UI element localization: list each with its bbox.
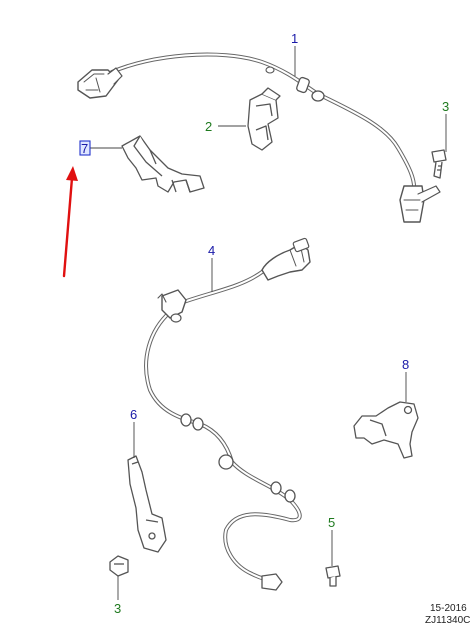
part-7-bracket[interactable] [121,135,205,193]
callout-5[interactable]: 5 [328,515,335,530]
footer: 15-2016 ZJ11340C [425,603,470,626]
callout-3-top[interactable]: 3 [442,99,449,114]
part-5-bolt[interactable] [325,565,341,587]
callout-6[interactable]: 6 [130,407,137,422]
footer-year-code: 15-2016 [430,603,467,614]
callout-7-highlight-box [79,140,91,156]
part-6-bracket[interactable] [127,455,167,553]
red-arrow-icon [62,166,78,278]
callout-1[interactable]: 1 [291,31,298,46]
callout-3-bottom[interactable]: 3 [114,601,121,616]
part-8-bracket[interactable] [353,401,419,459]
part-1-sensor-harness[interactable] [77,52,441,223]
leader-lines [90,46,447,600]
callout-8[interactable]: 8 [402,357,409,372]
callout-4[interactable]: 4 [208,243,215,258]
part-3-bolt-top[interactable] [431,149,447,179]
callout-7[interactable]: 7 [81,141,88,156]
callout-2[interactable]: 2 [205,119,212,134]
callout-labels: 1 2 3 4 5 6 8 3 7 [79,31,449,616]
part-3-bolt-bottom[interactable] [109,555,129,577]
part-4-sensor-harness[interactable] [144,237,311,591]
part-2-clip[interactable] [247,87,281,151]
footer-illustration-code: ZJ11340C [425,615,470,626]
